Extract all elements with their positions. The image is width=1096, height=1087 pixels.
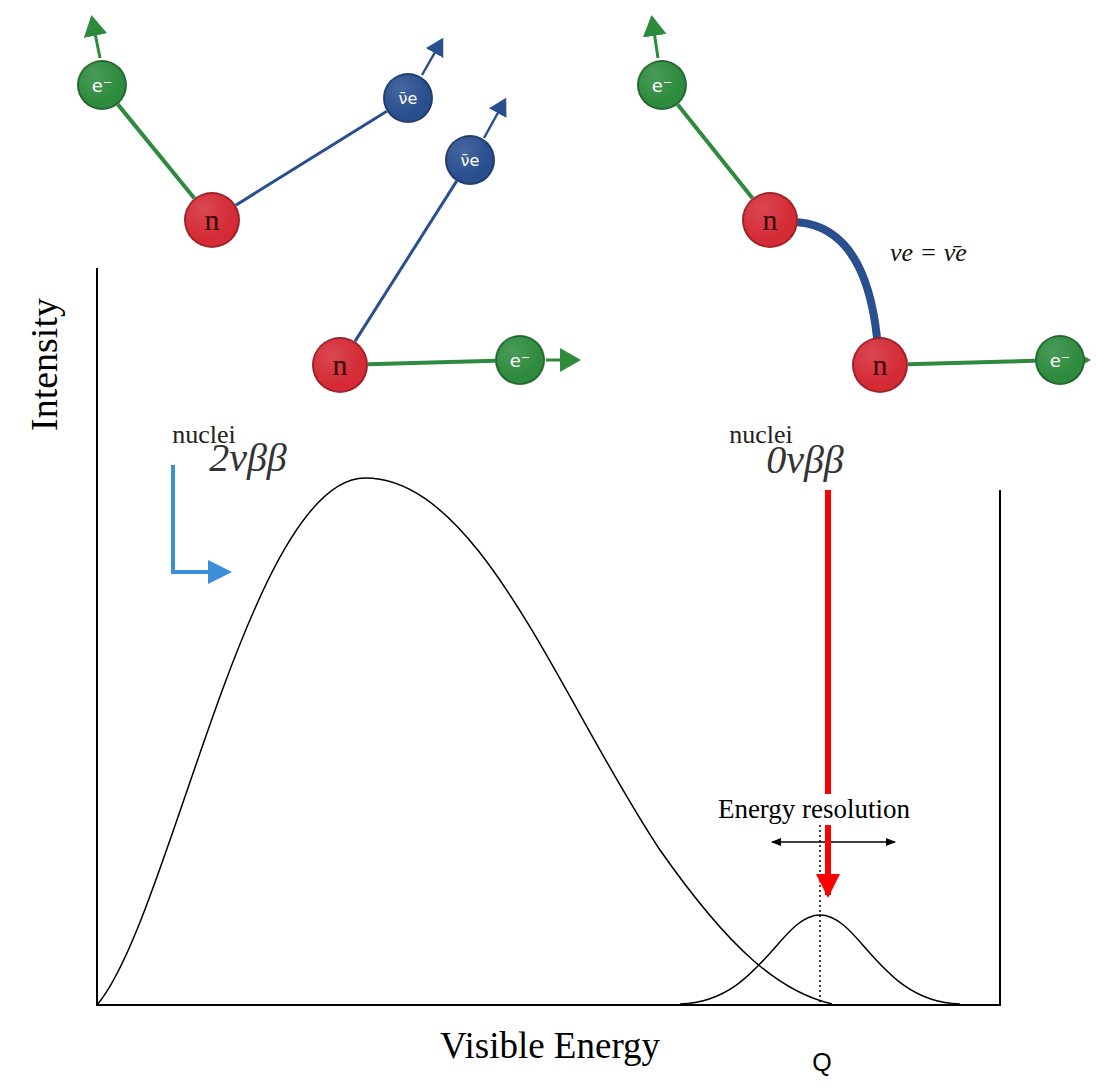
- resolution-label: Energy resolution: [716, 794, 912, 825]
- neutron-circle: n: [742, 192, 798, 248]
- particle-line: [236, 111, 387, 205]
- neutron-symbol: n: [763, 203, 778, 237]
- momentum-arrow: [652, 18, 658, 58]
- decay-mode-label: 0νββ: [766, 436, 844, 483]
- axis-title: Intensity: [22, 299, 66, 432]
- electron-circle: e⁻: [77, 60, 127, 110]
- neutron-circle: n: [852, 337, 908, 393]
- neutron-circle: n: [184, 192, 240, 248]
- two-neutrino-spectrum: [97, 478, 832, 1005]
- particle-line: [798, 222, 877, 337]
- neutron-circle: n: [312, 337, 368, 393]
- momentum-arrow: [546, 359, 578, 362]
- nucleus: nuclei0νββnn: [665, 190, 945, 470]
- electron-symbol: e⁻: [1050, 350, 1071, 371]
- electron-symbol: e⁻: [652, 75, 673, 96]
- antineutrino-circle: ν̄e: [383, 73, 433, 123]
- electron-symbol: e⁻: [510, 350, 531, 371]
- particle-line: [355, 181, 457, 341]
- particle-line: [118, 104, 195, 198]
- electron-circle: e⁻: [495, 335, 545, 385]
- particle-line: [908, 361, 1035, 365]
- particle-line: [368, 361, 495, 365]
- majorana-label: νe = ν̄e: [890, 238, 967, 268]
- electron-symbol: e⁻: [92, 75, 113, 96]
- q-value-label: Q: [812, 1048, 831, 1077]
- particle-line: [678, 105, 753, 199]
- electron-circle: e⁻: [637, 60, 687, 110]
- neutron-symbol: n: [205, 203, 220, 237]
- antineutrino-circle: ν̄e: [445, 135, 495, 185]
- antineutrino-symbol: ν̄e: [399, 89, 418, 108]
- momentum-arrow: [422, 40, 442, 75]
- nucleus-shape: [110, 192, 386, 468]
- neutron-symbol: n: [333, 348, 348, 382]
- decay-mode-label: 2νββ: [209, 434, 287, 481]
- neutron-symbol: n: [873, 348, 888, 382]
- two-neutrino-pointer: [173, 465, 228, 572]
- q-value-line: [819, 825, 821, 1005]
- momentum-arrow: [92, 18, 100, 58]
- electron-circle: e⁻: [1035, 335, 1085, 385]
- nucleus-shape: [665, 190, 945, 470]
- axis-title: Visible Energy: [440, 1024, 660, 1067]
- antineutrino-symbol: ν̄e: [461, 151, 480, 170]
- plot-axes: [97, 268, 1000, 1005]
- zero-neutrino-pointer: [825, 490, 831, 895]
- nucleus: nuclei2νββnn: [110, 192, 386, 468]
- momentum-arrow: [484, 100, 505, 138]
- resolution-arrow: [772, 841, 895, 843]
